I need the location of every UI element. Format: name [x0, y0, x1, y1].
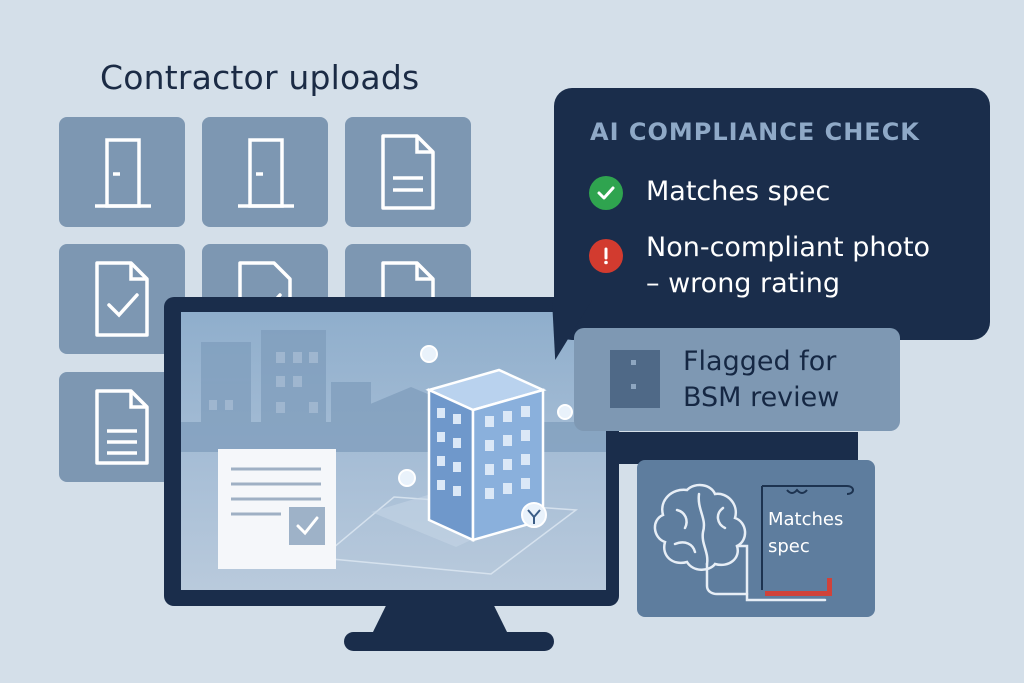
- monitor-stand-base: [344, 632, 554, 651]
- ai-card-label: Matches spec: [768, 506, 868, 560]
- exclamation-icon: [589, 239, 623, 273]
- upload-tile-door-1[interactable]: [59, 117, 185, 227]
- compliance-item-pass: Matches spec: [646, 176, 831, 207]
- document-icon: [95, 389, 149, 465]
- checklist-document-icon: [218, 449, 336, 569]
- checkmark-icon: [589, 176, 623, 210]
- uploads-title: Contractor uploads: [100, 58, 420, 97]
- flagged-line2: BSM review: [683, 382, 840, 413]
- upload-tile-document-1[interactable]: [345, 117, 471, 227]
- compliance-item-fail-line2: – wrong rating: [646, 268, 841, 299]
- marker-icon: [420, 345, 438, 363]
- document-check-icon: [95, 261, 149, 337]
- marker-icon: [398, 469, 416, 487]
- marker-icon: [521, 502, 547, 528]
- compliance-title: AI COMPLIANCE CHECK: [590, 118, 920, 146]
- building-icon: [425, 368, 547, 542]
- compliance-panel: [554, 88, 990, 340]
- marker-icon: [557, 404, 573, 420]
- brain-icon: [653, 483, 854, 602]
- ai-card-label-line2: spec: [768, 536, 810, 557]
- compliance-item-fail-line1: Non-compliant photo: [646, 232, 931, 263]
- ai-card-backdrop: [612, 432, 858, 464]
- monitor-screen: [181, 312, 606, 590]
- document-icon: [381, 134, 435, 210]
- upload-tile-door-2[interactable]: [202, 117, 328, 227]
- building-scene-illustration: [181, 330, 606, 575]
- ai-card-label-line1: Matches: [768, 509, 844, 530]
- flagged-text: Flagged for BSM review: [683, 344, 883, 416]
- door-icon: [95, 138, 151, 208]
- flag-marker-icon: [610, 350, 660, 408]
- ai-card: [637, 460, 875, 617]
- door-icon: [238, 138, 294, 208]
- flagged-line1: Flagged for: [683, 346, 837, 377]
